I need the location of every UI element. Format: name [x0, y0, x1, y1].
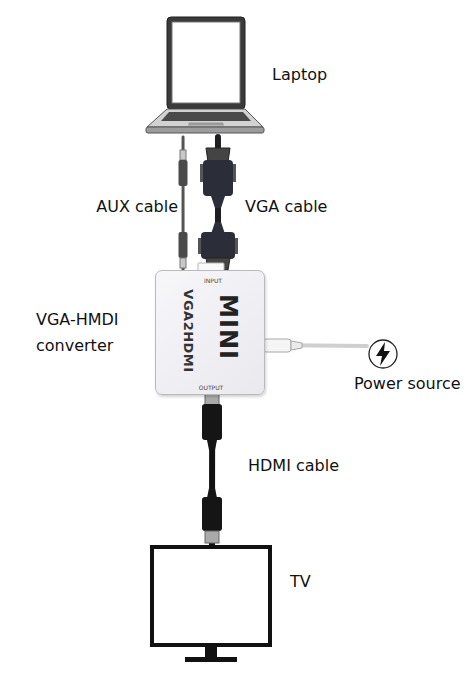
device-label: Laptop — [272, 64, 327, 86]
tv-screen — [152, 547, 270, 645]
aux-plug-tip — [180, 150, 186, 160]
laptop-keyboard — [161, 112, 251, 121]
port-print: INPUT — [204, 277, 222, 284]
product-print: MINI — [215, 294, 241, 360]
vga-shell — [206, 148, 230, 162]
laptop-screen — [172, 22, 240, 103]
tv-icon-outline — [150, 545, 272, 667]
laptop-icon-outline — [145, 15, 265, 137]
laptop-bezel — [167, 17, 245, 109]
vga-relief — [211, 196, 225, 208]
power-symbol-outline — [367, 338, 399, 370]
lightning-bolt — [376, 342, 390, 366]
hdmi-relief — [207, 440, 217, 450]
converter-box: VGA-HMDI converterVGA2HDMIMINIINPUTOUTPU… — [155, 270, 265, 395]
laptop-icon: Laptop — [145, 15, 265, 137]
hdmi-tip — [205, 394, 219, 405]
laptop-base — [147, 109, 263, 127]
power-plug — [263, 339, 291, 352]
hdmi-plug — [202, 404, 222, 440]
power-relief — [291, 341, 302, 350]
vga-hood — [203, 160, 233, 196]
cable-label: HDMI cable — [248, 455, 339, 477]
product-print: VGA2HDMI — [177, 289, 199, 372]
cable-label: AUX cable — [60, 196, 178, 218]
laptop-touchpad — [188, 123, 224, 126]
hdmi-plug — [202, 497, 222, 531]
aux-plug — [179, 160, 188, 186]
tv-stand — [185, 657, 237, 662]
aux-plug — [179, 232, 188, 258]
port-print: OUTPUT — [199, 384, 223, 391]
aux-plug-tip — [180, 258, 186, 268]
hdmi-tip — [205, 531, 219, 543]
hdmi-relief — [207, 488, 217, 498]
power-symbol: Power source — [367, 338, 399, 370]
power-circle — [369, 340, 397, 368]
cable-label: VGA cable — [245, 196, 327, 218]
device-label: Power source — [354, 373, 461, 395]
laptop-front — [146, 127, 264, 133]
vga-hood — [201, 232, 235, 259]
device-label: VGA-HMDI converter — [36, 307, 144, 359]
device-label: TV — [290, 571, 311, 593]
tv-icon: TV — [150, 545, 272, 667]
tv-neck — [205, 646, 217, 657]
